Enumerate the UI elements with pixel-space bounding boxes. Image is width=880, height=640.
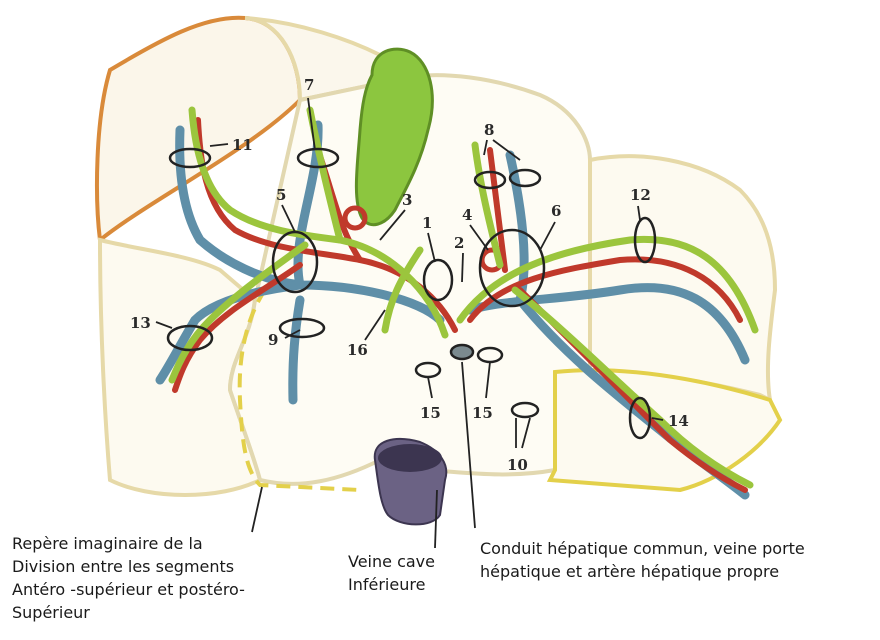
- caption-line: Antéro -supérieur et postéro-: [12, 578, 245, 601]
- caption-imaginary-division: Repère imaginaire de la Division entre l…: [12, 532, 245, 624]
- caption-line: Division entre les segments: [12, 555, 245, 578]
- caption-line: Repère imaginaire de la: [12, 532, 245, 555]
- caption-line: Conduit hépatique commun, veine porte: [480, 537, 805, 560]
- ivc-lumen: [378, 444, 442, 472]
- caption-common-hepatic-duct: Conduit hépatique commun, veine porte hé…: [480, 537, 805, 583]
- label-11: 11: [232, 136, 253, 154]
- label-8: 8: [484, 121, 494, 139]
- label-2: 2: [454, 234, 464, 252]
- label-1: 1: [422, 214, 432, 232]
- label-9: 9: [268, 331, 278, 349]
- label-15-left: 15: [420, 404, 441, 422]
- caption-line: hépatique et artère hépatique propre: [480, 560, 805, 583]
- label-12: 12: [630, 186, 651, 204]
- label-14: 14: [668, 412, 689, 430]
- caption-line: Supérieur: [12, 601, 245, 624]
- caption-inferior-vena-cava: Veine cave Inférieure: [348, 550, 435, 596]
- label-7: 7: [304, 76, 314, 94]
- caption-line: Inférieure: [348, 573, 435, 596]
- label-15-right: 15: [472, 404, 493, 422]
- label-10: 10: [507, 456, 528, 474]
- label-3: 3: [402, 191, 412, 209]
- label-4: 4: [462, 206, 472, 224]
- label-5: 5: [276, 186, 286, 204]
- caption-line: Veine cave: [348, 550, 435, 573]
- label-6: 6: [551, 202, 561, 220]
- label-16: 16: [347, 341, 368, 359]
- label-13: 13: [130, 314, 151, 332]
